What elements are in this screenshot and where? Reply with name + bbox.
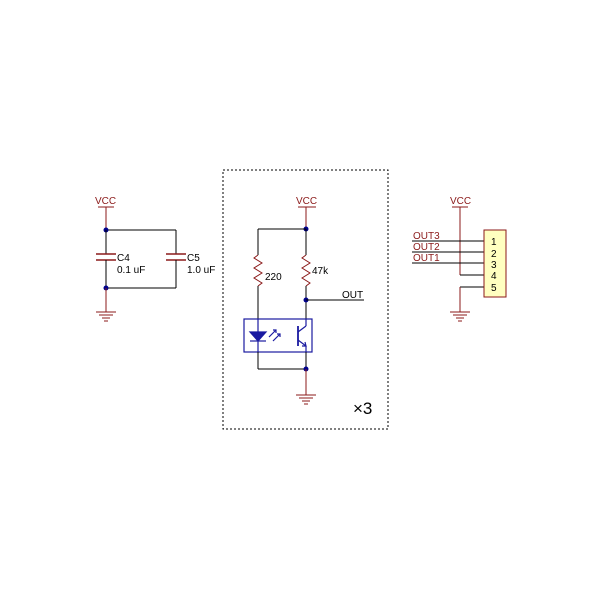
net-label-out2: OUT2 [413,242,440,253]
ground-icon [450,311,470,322]
pin-number: 4 [491,271,497,282]
c4-ref: C4 [117,253,130,264]
r47k-value: 47k [312,266,329,277]
pin-number: 1 [491,237,497,248]
optocoupler-icon [243,318,313,353]
c5-value: 1.0 uF [187,265,215,276]
resistor-47k-icon [301,254,311,287]
connector-block: VCC OUT3 OUT2 OUT1 1 2 3 4 5 [412,196,507,322]
resistor-220-icon [253,254,263,287]
sensor-channel-block: VCC 220 47k OUT [222,169,389,430]
c5-ref: C5 [187,253,200,264]
net-label-out1: OUT1 [413,253,440,264]
repeat-count-label: ×3 [353,399,372,418]
c4-value: 0.1 uF [117,265,145,276]
pin-number: 3 [491,260,497,271]
ground-icon [96,311,116,322]
connector-body [483,229,507,298]
pin-number: 5 [491,283,497,294]
capacitor-block: VCC C4 0.1 uF C5 1.0 uF [95,196,215,322]
out-label: OUT [342,290,363,301]
pin-number: 2 [491,249,497,260]
r220-value: 220 [265,272,282,283]
vcc-label-left: VCC [95,196,116,207]
ground-icon [296,394,316,405]
net-label-out3: OUT3 [413,231,440,242]
vcc-label-middle: VCC [296,196,317,207]
vcc-label-right: VCC [450,196,471,207]
